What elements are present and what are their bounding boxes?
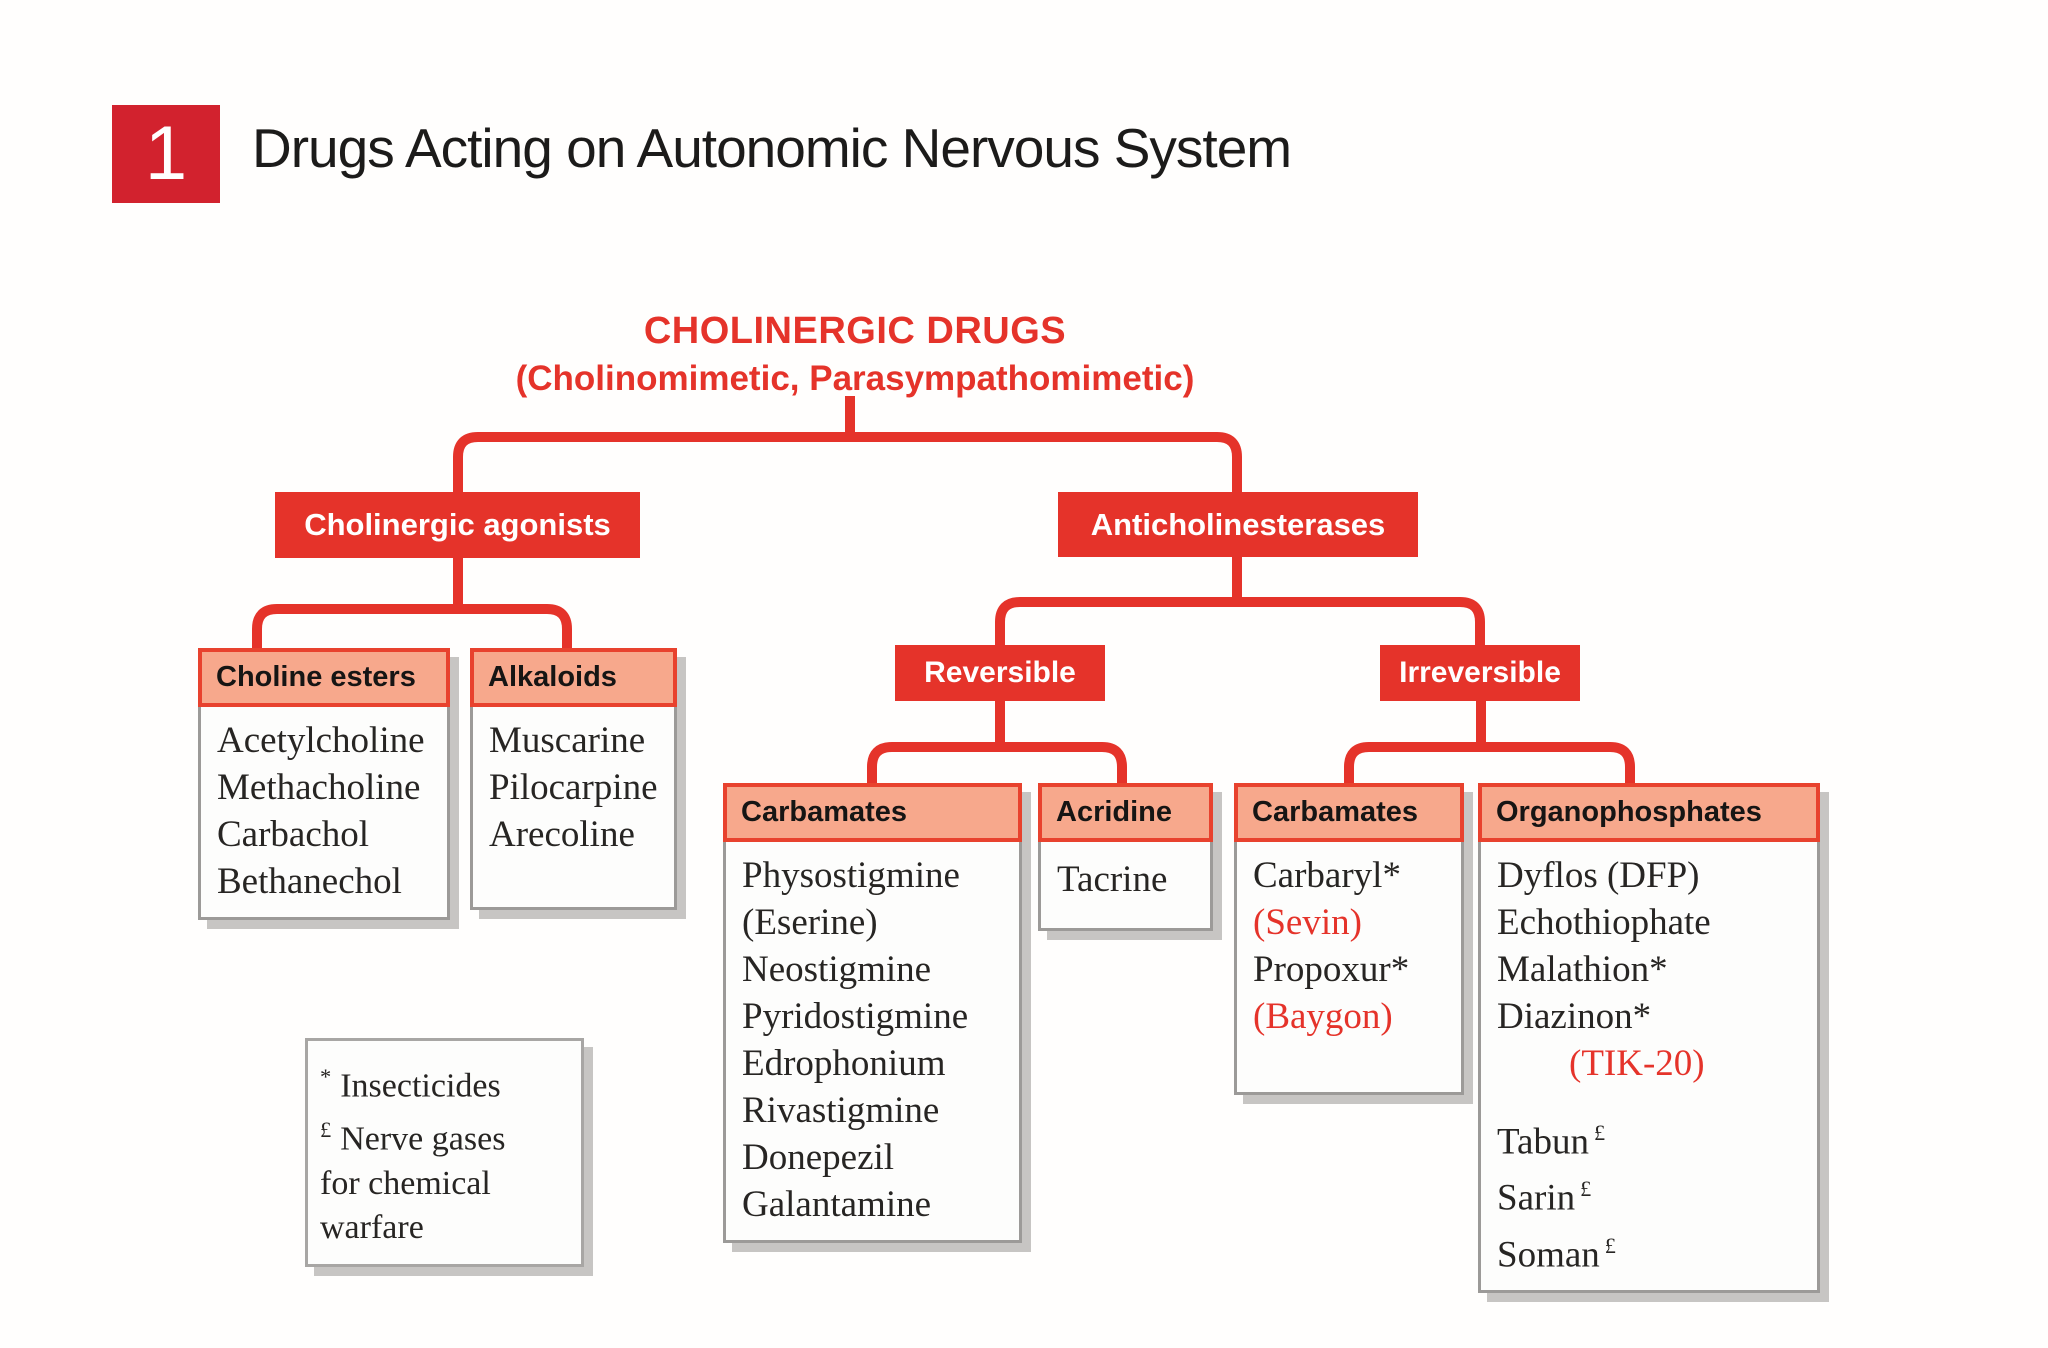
drug-item: Tabun£: [1497, 1109, 1811, 1165]
drug-item: Propoxur*: [1253, 949, 1410, 990]
drug-item: Arecoline: [489, 814, 635, 855]
drug-item: Rivastigmine: [742, 1090, 940, 1131]
footnote-text: Nerve gases: [340, 1120, 506, 1158]
drug-item: Bethanechol: [217, 861, 402, 902]
drug-item-trade-name: (Sevin): [1253, 902, 1362, 943]
node-irreversible: Irreversible: [1380, 645, 1580, 701]
connector-irreversible-bar: [1344, 742, 1635, 790]
drug-item: Physostigmine: [742, 855, 960, 896]
box-choline-esters-list: Acetylcholine Methacholine Carbachol Bet…: [198, 707, 450, 920]
drug-item-trade-name: (TIK-20): [1569, 1043, 1705, 1084]
drug-item: Edrophonium: [742, 1043, 946, 1084]
footnote-marker: £: [1604, 1232, 1616, 1258]
box-carbamates-reversible-header: Carbamates: [723, 783, 1022, 842]
drug-item: Dyflos (DFP): [1497, 855, 1700, 896]
connector-reversible-bar: [867, 742, 1127, 790]
drug-item: Diazinon*: [1497, 996, 1652, 1037]
node-anticholinesterases: Anticholinesterases: [1058, 492, 1418, 557]
box-organophosphates: Organophosphates Dyflos (DFP) Echothioph…: [1478, 783, 1820, 1293]
box-alkaloids-header: Alkaloids: [470, 648, 677, 707]
drug-item: Pyridostigmine: [742, 996, 969, 1037]
footnote-text: warfare: [320, 1208, 424, 1246]
box-carbamates-reversible-list: Physostigmine (Eserine) Neostigmine Pyri…: [723, 842, 1022, 1243]
box-carbamates-irreversible-header: Carbamates: [1234, 783, 1464, 842]
node-reversible: Reversible: [895, 645, 1105, 701]
box-choline-esters: Choline esters Acetylcholine Methacholin…: [198, 648, 450, 920]
drug-item: (Eserine): [742, 902, 878, 943]
footnote-line: £ Nerve gases: [320, 1108, 575, 1161]
footnote-legend: *Insecticides £Nerve gases for chemical …: [305, 1038, 584, 1267]
root-title-text: CHOLINERGIC DRUGS: [643, 310, 1067, 352]
box-carbamates-irreversible: Carbamates Carbaryl* (Sevin) Propoxur* (…: [1234, 783, 1464, 1095]
box-acridine: Acridine Tacrine: [1038, 783, 1213, 931]
drug-name: Sarin: [1497, 1177, 1576, 1219]
drug-item: Tacrine: [1057, 859, 1168, 900]
box-alkaloids: Alkaloids Muscarine Pilocarpine Arecolin…: [470, 648, 677, 910]
drug-item: Sarin£: [1497, 1165, 1811, 1221]
drug-item: Pilocarpine: [489, 767, 658, 808]
footnote-text: for chemical: [320, 1164, 491, 1202]
root-node-cholinergic-drugs: CHOLINERGIC DRUGS (Cholinomimetic, Paras…: [355, 310, 1355, 399]
chapter-number-badge: 1: [112, 105, 220, 203]
footnote-line: * Insecticides: [320, 1055, 575, 1108]
drug-item: Donepezil: [742, 1137, 895, 1178]
connector-agonists-bar: [252, 604, 572, 653]
drug-name: Soman: [1497, 1233, 1600, 1275]
drug-item: Methacholine: [217, 767, 421, 808]
box-carbamates-irreversible-list: Carbaryl* (Sevin) Propoxur* (Baygon): [1234, 842, 1464, 1095]
box-acridine-list: Tacrine: [1038, 842, 1213, 931]
footnote-marker: £: [1580, 1176, 1592, 1202]
connector-anti-bar: [995, 597, 1485, 650]
footnote-marker: £: [1593, 1120, 1606, 1145]
drug-item: Malathion*: [1497, 949, 1668, 990]
drug-item: Soman£: [1497, 1222, 1811, 1278]
drug-item: Neostigmine: [742, 949, 932, 990]
box-organophosphates-header: Organophosphates: [1478, 783, 1820, 842]
connector-level1-bar: [453, 432, 1242, 497]
drug-item: Acetylcholine: [217, 720, 425, 761]
box-alkaloids-list: Muscarine Pilocarpine Arecoline: [470, 707, 677, 910]
box-organophosphates-list: Dyflos (DFP) Echothiophate Malathion* Di…: [1478, 842, 1820, 1293]
drug-item: Muscarine: [489, 720, 646, 761]
footnote-line: warfare: [320, 1206, 575, 1250]
footnote-symbol: *: [320, 1064, 332, 1089]
drug-item: Galantamine: [742, 1184, 932, 1225]
drug-item: Echothiophate: [1497, 902, 1711, 943]
drug-name: Tabun: [1497, 1121, 1589, 1163]
drug-item: Carbaryl*: [1253, 855, 1401, 896]
footnote-symbol: £: [320, 1117, 332, 1143]
chapter-number: 1: [144, 111, 188, 196]
node-cholinergic-agonists: Cholinergic agonists: [275, 492, 640, 558]
footnote-text: Insecticides: [340, 1067, 501, 1105]
drug-item: Carbachol: [217, 814, 370, 855]
page-title: Drugs Acting on Autonomic Nervous System: [252, 117, 1292, 179]
box-carbamates-reversible: Carbamates Physostigmine (Eserine) Neost…: [723, 783, 1022, 1243]
root-subtitle-text: (Cholinomimetic, Parasympathomimetic): [515, 359, 1195, 398]
footnote-line: for chemical: [320, 1162, 575, 1206]
box-acridine-header: Acridine: [1038, 783, 1213, 842]
box-choline-esters-header: Choline esters: [198, 648, 450, 707]
drug-item-trade-name: (Baygon): [1253, 996, 1393, 1037]
